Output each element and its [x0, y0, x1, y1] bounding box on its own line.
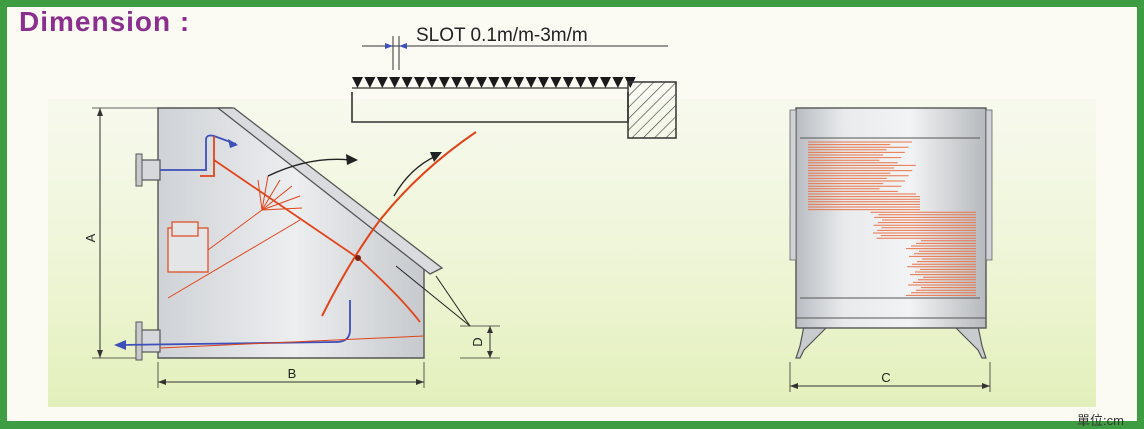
wedge-tooth [476, 77, 487, 88]
wedge-tooth [575, 77, 587, 88]
wedge-tooth [352, 77, 363, 88]
overflow-arrow-2 [393, 155, 437, 197]
top-cover [216, 107, 444, 275]
slot-detail [351, 36, 677, 139]
wedge-tooth [401, 77, 413, 88]
overflow-arrow-1 [267, 158, 351, 177]
wedge-tooth [376, 77, 388, 88]
screen-bar-outline [351, 92, 629, 123]
slot-label: SLOT 0.1m/m-3m/m [416, 25, 588, 46]
page-title: Dimension : [19, 6, 191, 37]
dimension-d: D [460, 325, 500, 359]
wedge-tooth [438, 77, 450, 88]
dimension-c: C [789, 362, 991, 392]
dimension-d-label: D [470, 337, 485, 346]
wedge-tooth [426, 77, 438, 88]
wedge-tooth [562, 77, 574, 88]
wedge-tooth [500, 77, 512, 88]
dimension-a-label: A [83, 233, 98, 242]
wedge-tooth [513, 77, 525, 88]
front-view: C [789, 107, 993, 392]
wedge-tooth [612, 77, 624, 88]
hatched-support [627, 81, 677, 139]
spray-fan [207, 175, 303, 251]
inlet-flow-arrow [160, 134, 237, 171]
wedge-tooth [550, 77, 562, 88]
dimension-b-label: B [288, 366, 297, 381]
outlet-flow-arrow [119, 300, 351, 346]
left-leg [795, 325, 830, 359]
right-leg [952, 325, 987, 359]
wedge-tooth [463, 77, 475, 88]
dimension-c-label: C [881, 370, 890, 385]
dimension-b: B [157, 362, 425, 388]
wedge-tooth [600, 77, 611, 88]
wedge-tooth [488, 77, 500, 88]
wedge-tooth [525, 77, 537, 88]
screen-wire-lines [808, 141, 976, 296]
unit-label: 單位:cm [1077, 413, 1124, 428]
side-view: A B D [83, 107, 500, 388]
dimension-a: A [83, 107, 158, 359]
wedge-tooth [364, 77, 376, 88]
wedge-tooth [538, 77, 549, 88]
wedge-tooth [389, 77, 401, 88]
discharge-curve [321, 131, 477, 317]
wedge-wire-teeth [352, 77, 636, 88]
wedge-tooth [587, 77, 599, 88]
wedge-tooth [414, 77, 425, 88]
wedge-tooth [451, 77, 463, 88]
